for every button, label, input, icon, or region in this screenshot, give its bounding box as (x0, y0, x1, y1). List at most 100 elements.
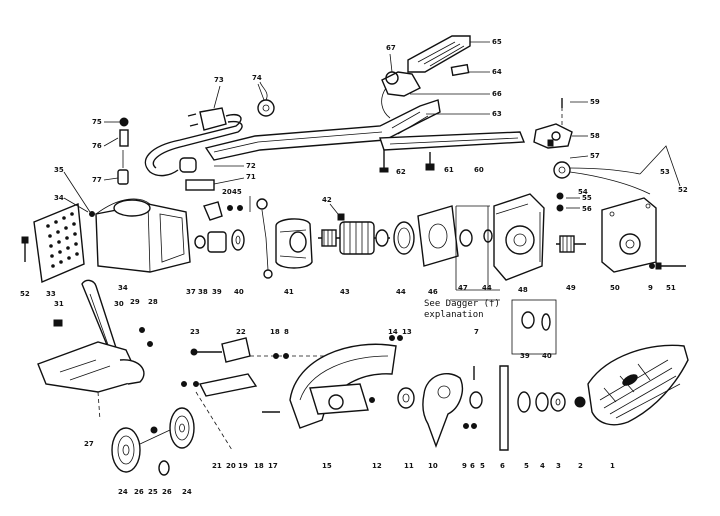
label-44: 44 (396, 288, 406, 296)
filter-plate (33, 202, 85, 284)
label-48: 48 (518, 286, 528, 294)
dash-base (97, 391, 101, 421)
cord-plate (185, 179, 215, 191)
gear-case (493, 193, 545, 281)
cord-clamp-screws (117, 117, 129, 185)
bearing-ring (393, 221, 415, 255)
blade-guard (289, 343, 397, 429)
label-77: 77 (92, 176, 102, 184)
label-9-right: 9 (648, 284, 653, 292)
label-24-left: 24 (118, 488, 128, 496)
label-7: 7 (474, 328, 479, 336)
label-25: 25 (148, 488, 158, 496)
label-49: 49 (566, 284, 576, 292)
label-13: 13 (402, 328, 412, 336)
label-64: 64 (492, 68, 502, 76)
saw-blade (587, 344, 689, 426)
label-20: 20 (226, 462, 236, 470)
label-50: 50 (610, 284, 620, 292)
leader-lines (63, 41, 589, 301)
label-59: 59 (590, 98, 600, 106)
label-8: 8 (284, 328, 289, 336)
label-35: 35 (54, 166, 64, 174)
label-22: 22 (236, 328, 246, 336)
label-15: 15 (322, 462, 332, 470)
label-12: 12 (372, 462, 382, 470)
label-37: 37 (186, 288, 196, 296)
label-63: 63 (492, 110, 502, 118)
label-60: 60 (474, 166, 484, 174)
switch-trigger (407, 35, 471, 77)
label-41: 41 (284, 288, 294, 296)
handle-knob (533, 98, 573, 149)
label-39-dagger: 39 (520, 352, 530, 360)
label-10: 10 (428, 462, 438, 470)
bracket-parts (203, 196, 273, 279)
label-26-left: 26 (134, 488, 144, 496)
label-45-top: 45 (232, 188, 242, 196)
dagger-detail-box (511, 299, 557, 355)
label-58: 58 (590, 132, 600, 140)
label-67: 67 (386, 44, 396, 52)
label-11: 11 (404, 462, 414, 470)
label-75: 75 (92, 118, 102, 126)
label-21: 21 (212, 462, 222, 470)
part-number-labels: 6 5 64 66 67 63 73 74 75 76 77 7 2 71 62 6… (20, 38, 688, 496)
label-40: 40 (234, 288, 244, 296)
label-40-dagger: 40 (542, 352, 552, 360)
lever-screw (53, 319, 63, 327)
motor-housing (89, 198, 191, 273)
label-33: 33 (46, 290, 56, 298)
top-screws (379, 150, 435, 173)
label-18: 18 (254, 462, 264, 470)
switch-lever (381, 71, 421, 119)
spindle (556, 235, 586, 253)
label-23: 23 (190, 328, 200, 336)
label-27: 27 (84, 440, 94, 448)
dagger-parts (455, 205, 500, 291)
handle-arm (204, 99, 526, 161)
label-62: 62 (396, 168, 406, 176)
label-54: 54 (578, 188, 588, 196)
label-46: 46 (428, 288, 438, 296)
label-24: 24 (182, 488, 192, 496)
label-56: 56 (582, 205, 592, 213)
label-61: 61 (444, 166, 454, 174)
label-31: 31 (54, 300, 64, 308)
dagger-note-line2: explanation (424, 310, 484, 320)
label-53: 53 (660, 168, 670, 176)
label-5-small: 5 (480, 462, 485, 470)
label-20-top: 20 (222, 188, 232, 196)
label-34-top: 34 (54, 194, 64, 202)
label-39: 39 (212, 288, 222, 296)
label-52-left: 52 (20, 290, 30, 298)
armature-screw (337, 213, 345, 221)
label-42: 42 (322, 196, 332, 204)
label-52-right: 52 (678, 186, 688, 194)
bearing-set (194, 229, 245, 253)
label-30: 30 (114, 300, 124, 308)
end-cover (601, 197, 657, 273)
label-28: 28 (148, 298, 158, 306)
label-14: 14 (388, 328, 398, 336)
field-coil (275, 218, 313, 269)
screw-left (21, 236, 29, 262)
label-47: 47 (458, 284, 468, 292)
label-51: 51 (666, 284, 676, 292)
label-1: 1 (610, 462, 615, 470)
gasket (417, 205, 459, 267)
label-76: 76 (92, 142, 102, 150)
label-74: 74 (252, 74, 262, 82)
label-73: 73 (214, 76, 224, 84)
label-6: 6 (500, 462, 505, 470)
label-66: 66 (492, 90, 502, 98)
label-57: 57 (590, 152, 600, 160)
label-38: 38 (198, 288, 208, 296)
blade-hub (369, 373, 464, 449)
armature (318, 221, 390, 255)
label-2: 2 (578, 462, 583, 470)
label-18-top: 18 (270, 328, 280, 336)
label-71: 71 (246, 173, 256, 181)
dagger-note-line1: See Dagger (†) (424, 299, 500, 309)
